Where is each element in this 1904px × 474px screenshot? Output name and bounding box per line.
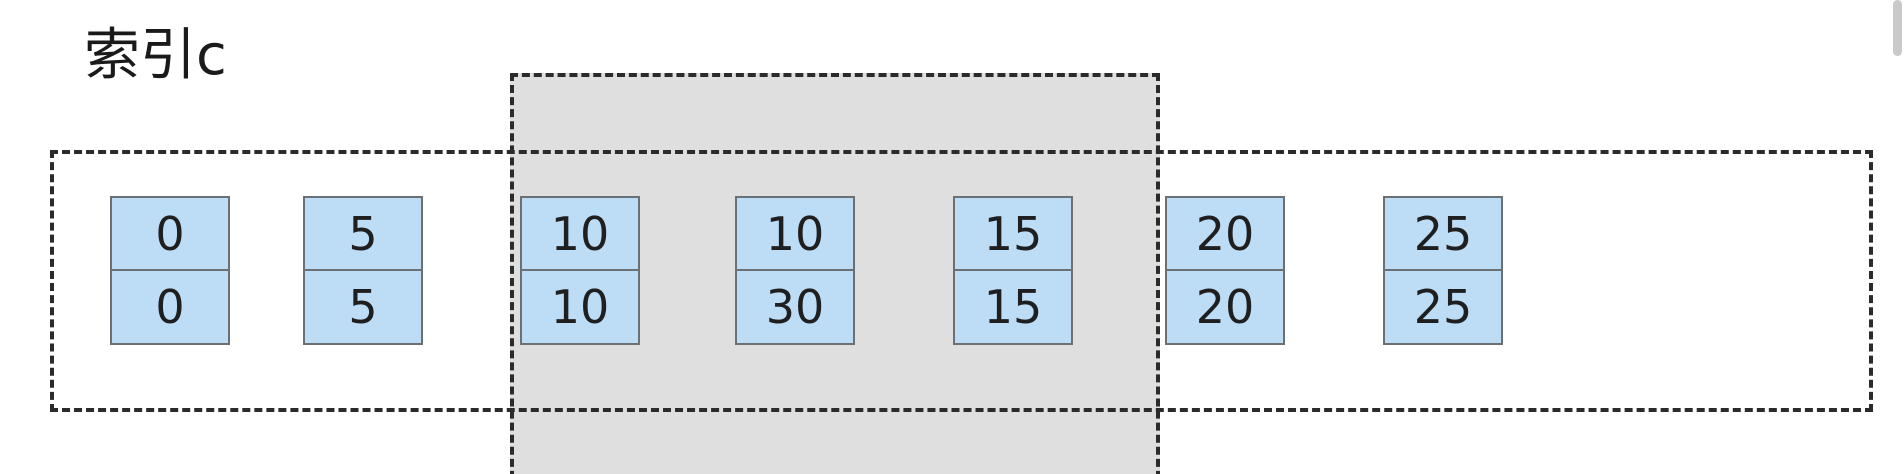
array-cell-5-top-value: 20 [1165,196,1285,271]
array-cell-3-top-value: 10 [735,196,855,271]
array-cell-2-bottom-value: 10 [520,270,640,345]
scrollbar-thumb[interactable] [1893,0,1902,56]
array-cell-3-bottom-value: 30 [735,270,855,345]
array-cell-6-top-value: 25 [1383,196,1503,271]
index-array-container [50,150,1873,412]
array-cell-6-bottom-value: 25 [1383,270,1503,345]
array-cell-2-top-value: 10 [520,196,640,271]
array-cell-0-bottom-value: 0 [110,270,230,345]
array-cell-1-bottom-value: 5 [303,270,423,345]
vertical-scrollbar[interactable] [1890,0,1904,474]
array-cell-0-top-value: 0 [110,196,230,271]
array-cell-4-top-value: 15 [953,196,1073,271]
array-cell-4-bottom-value: 15 [953,270,1073,345]
page-title: 索引c [84,23,227,88]
array-cell-5-bottom-value: 20 [1165,270,1285,345]
array-cell-1-top-value: 5 [303,196,423,271]
